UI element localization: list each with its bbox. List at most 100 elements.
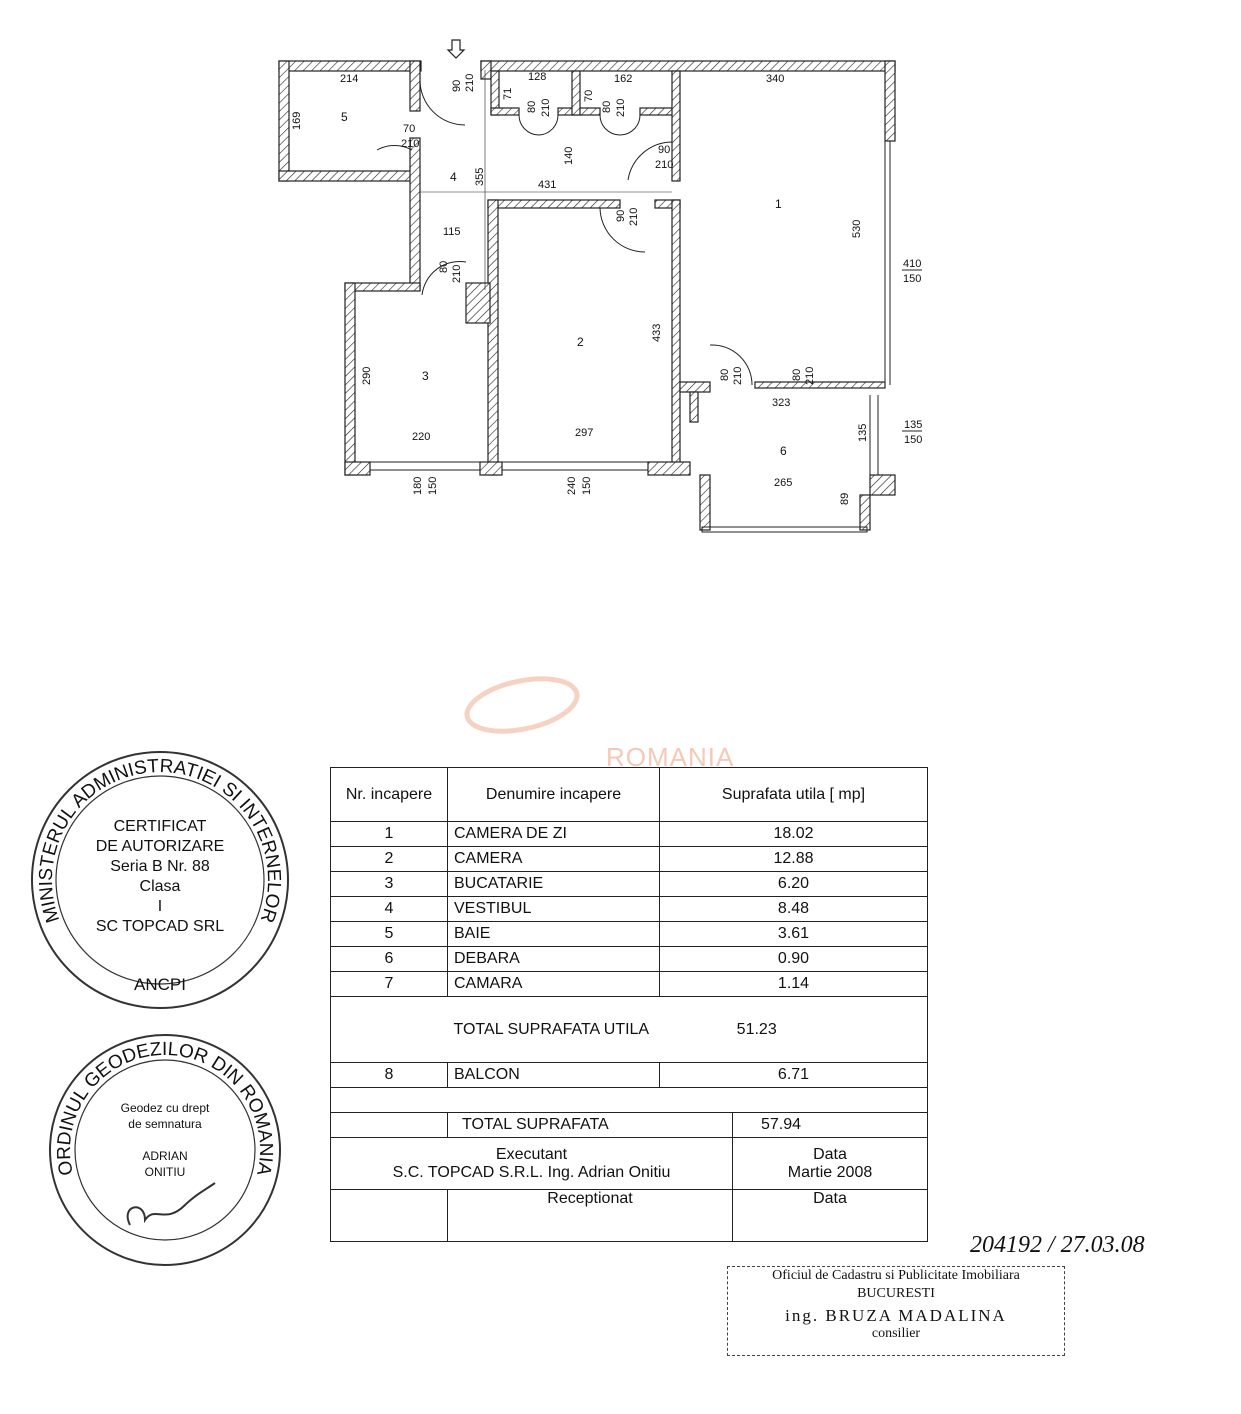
dimension-label: 210 (655, 159, 673, 171)
date-label: Data (732, 1189, 928, 1242)
dimension-label: 70 (403, 123, 415, 135)
dimension-label: 150 (903, 273, 921, 285)
dimension-label: 115 (443, 226, 461, 238)
stamp-text: Seria B Nr. 88 (110, 858, 210, 875)
ocpi-stamp: Oficiul de Cadastru si Publicitate Imobi… (727, 1266, 1065, 1356)
walls (278, 60, 896, 531)
dimension-label: 240 (566, 477, 578, 495)
room-number: 1 (775, 197, 782, 211)
ministry-stamp: MINISTERUL ADMINISTRATIEI SI INTERNELOR … (31, 751, 289, 1009)
room-nr: 1 (330, 821, 448, 847)
room-name: VESTIBUL (447, 896, 660, 922)
room-area: 6.20 (659, 871, 928, 897)
room-name: BUCATARIE (447, 871, 660, 897)
room-nr: 8 (330, 1062, 448, 1088)
svg-text:MINISTERUL ADMINISTRATIEI SI I: MINISTERUL ADMINISTRATIEI SI INTERNELOR (36, 756, 284, 925)
total-util-label: TOTAL SUPRAFATA UTILA (453, 1020, 649, 1038)
room-nr: 3 (330, 871, 448, 897)
entrance-arrow-icon (446, 39, 466, 59)
room-name: DEBARA (447, 946, 660, 972)
ocpi-role: consilier (871, 1326, 921, 1341)
room-name: BALCON (447, 1062, 660, 1088)
dimension-label: 210 (732, 367, 744, 385)
dimension-label: 90 (451, 80, 463, 92)
room-area: 0.90 (659, 946, 928, 972)
watermark-logo (464, 676, 580, 734)
dimension-label: 135 (857, 424, 869, 442)
dimension-label: 180 (412, 477, 424, 495)
room-nr: 5 (330, 921, 448, 947)
dimension-label: 80 (438, 261, 450, 273)
total-util-value: 51.23 (736, 1020, 777, 1038)
room-area: 12.88 (659, 846, 928, 872)
dimension-label: 150 (427, 477, 439, 495)
geodesist-stamp: ORDINUL GEODEZILOR DIN ROMANIA Geodez cu… (49, 1034, 281, 1266)
dimension-label: 210 (401, 138, 419, 150)
dimension-label: 214 (340, 73, 358, 85)
room-number: 6 (780, 444, 787, 458)
dimension-label: 433 (651, 324, 663, 342)
receptionat-row: Receptionat Data (330, 1189, 928, 1242)
handwritten-registration: 204192 / 27.03.08 (970, 1232, 1145, 1258)
room-number: 4 (450, 170, 457, 184)
stamp-text: CERTIFICAT (114, 818, 207, 835)
room-name: CAMERA (447, 846, 660, 872)
stamp-text: ANCPI (134, 975, 186, 994)
dimension-label: 210 (804, 367, 816, 385)
dimension-label: 150 (904, 434, 922, 446)
stamp-text: ADRIAN (142, 1149, 187, 1163)
dimension-label: 410 (903, 258, 921, 270)
total-util-row: TOTAL SUPRAFATA UTILA 51.23 (447, 996, 928, 1063)
header-name: Denumire incapere (447, 767, 660, 822)
room-nr: 6 (330, 946, 448, 972)
stamp-text: I (158, 898, 162, 915)
dimension-label: 70 (583, 90, 595, 102)
stamp-text: Clasa (140, 878, 181, 895)
dimension-label: 210 (464, 74, 476, 92)
header-nr: Nr. incapere (330, 767, 448, 822)
room-nr: 4 (330, 896, 448, 922)
ocpi-office: Oficiul de Cadastru si Publicitate Imobi… (772, 1268, 1020, 1283)
stamp-text: de semnatura (128, 1117, 202, 1131)
dimension-label: 80 (791, 369, 803, 381)
room-area: 1.14 (659, 971, 928, 997)
stamp-text: DE AUTORIZARE (96, 838, 225, 855)
dimension-label: 169 (291, 112, 303, 130)
dimension-label: 150 (581, 477, 593, 495)
executant-value: S.C. TOPCAD S.R.L. Ing. Adrian Onitiu (392, 1163, 671, 1181)
dimension-label: 80 (719, 369, 731, 381)
dimension-label: 290 (361, 367, 373, 385)
dimension-label: 71 (502, 88, 514, 100)
receptionat-label: Receptionat (447, 1189, 733, 1242)
fixtures-and-doors (369, 39, 891, 533)
room-area: 6.71 (659, 1062, 928, 1088)
dimension-label: 90 (615, 210, 627, 222)
signature (126, 1182, 216, 1226)
room-nr: 7 (330, 971, 448, 997)
dimension-label: 265 (774, 477, 792, 489)
room-area: 18.02 (659, 821, 928, 847)
dimension-label: 135 (904, 419, 922, 431)
room-number-labels: 1 2 3 4 5 6 (341, 110, 787, 458)
room-nr: 2 (330, 846, 448, 872)
dimension-label: 210 (540, 99, 552, 117)
date-label: Data (813, 1145, 847, 1163)
dimension-label: 90 (658, 144, 670, 156)
room-area: 3.61 (659, 921, 928, 947)
room-number: 3 (422, 369, 429, 383)
dimension-label: 355 (474, 168, 486, 186)
room-area: 8.48 (659, 896, 928, 922)
header-area: Suprafata utila [ mp] (659, 767, 928, 822)
room-name: BAIE (447, 921, 660, 947)
dimension-label: 140 (563, 147, 575, 165)
